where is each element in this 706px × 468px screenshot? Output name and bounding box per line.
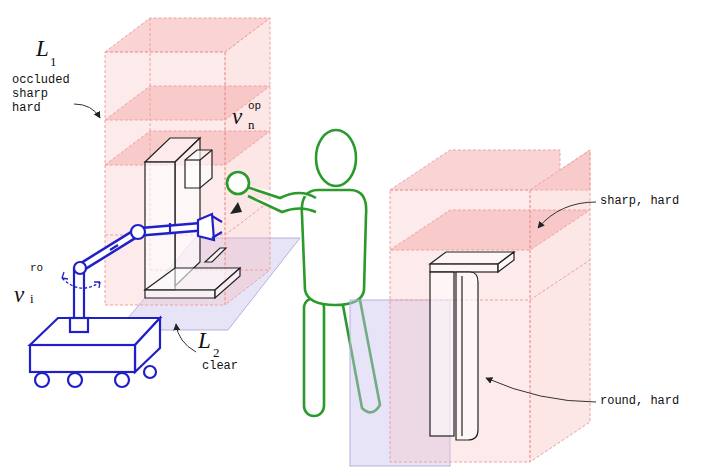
mobile-robot xyxy=(138,227,198,232)
bracket-machine xyxy=(498,252,514,272)
machine xyxy=(199,160,200,188)
mobile-robot xyxy=(74,262,86,274)
mobile-robot xyxy=(212,216,222,238)
safety-volume xyxy=(225,18,270,305)
machine xyxy=(185,159,200,160)
velocity-arrow xyxy=(230,202,242,214)
velocity-symbol: v xyxy=(14,282,24,308)
safety-volume xyxy=(530,150,590,462)
bracket-machine xyxy=(456,272,478,440)
mobile-robot xyxy=(68,373,82,387)
human-operator xyxy=(304,298,324,416)
human-operator xyxy=(316,130,356,186)
safety-volume xyxy=(390,210,590,250)
human-operator xyxy=(244,186,316,198)
bracket-machine xyxy=(430,252,514,440)
machine xyxy=(185,150,212,188)
superscript: ro xyxy=(30,262,43,275)
bracket-machine xyxy=(430,264,498,272)
leader-line xyxy=(176,324,196,352)
mobile-robot xyxy=(80,232,138,268)
human-operator xyxy=(227,172,249,194)
mobile-robot xyxy=(131,225,145,239)
leader-line xyxy=(486,378,596,402)
mobile-robot xyxy=(144,366,156,378)
mobile-robot xyxy=(30,345,135,372)
rotation-arrow xyxy=(62,272,68,279)
superscript: op xyxy=(248,100,261,113)
subscript: n xyxy=(248,118,255,133)
safety-volume xyxy=(105,86,270,120)
safety-volume xyxy=(390,150,590,462)
mobile-robot xyxy=(135,318,160,372)
mobile-robot xyxy=(80,232,138,268)
safety-volume xyxy=(105,131,270,165)
leader-line xyxy=(74,104,100,118)
human-operator xyxy=(248,196,316,212)
machine xyxy=(145,138,240,298)
subscript: i xyxy=(30,292,34,307)
machine xyxy=(205,248,226,262)
machine xyxy=(200,150,212,160)
safety-volume xyxy=(225,201,270,235)
mobile-robot xyxy=(138,227,198,232)
machine xyxy=(175,138,200,286)
annotation: round, hard xyxy=(600,395,679,409)
annotation: clear xyxy=(202,360,238,374)
mobile-robot xyxy=(110,245,118,250)
leader-line xyxy=(74,104,596,402)
annotation: occluded sharp hard xyxy=(12,74,78,115)
bracket-machine xyxy=(430,272,454,436)
mobile-robot xyxy=(35,373,49,387)
leader-line xyxy=(538,202,596,228)
velocity-arrow xyxy=(230,202,242,214)
part-name: L xyxy=(198,328,211,354)
bracket-machine xyxy=(461,276,462,436)
rotation-arrow xyxy=(62,272,100,288)
machine xyxy=(215,268,240,298)
subscript: 1 xyxy=(50,55,57,70)
human-operator xyxy=(302,190,366,305)
mobile-robot xyxy=(70,318,88,332)
mobile-robot xyxy=(169,223,171,234)
subscript: 2 xyxy=(213,346,220,361)
mobile-robot xyxy=(198,214,214,240)
mobile-robot xyxy=(115,373,129,387)
rotation-arrow xyxy=(94,282,100,288)
velocity-symbol: v xyxy=(232,104,242,130)
machine xyxy=(145,290,215,298)
part-name: L xyxy=(36,36,49,62)
safety-volume xyxy=(530,260,590,300)
safety-volume xyxy=(105,18,270,305)
annotation: sharp, hard xyxy=(600,195,679,209)
mobile-robot xyxy=(30,214,222,387)
